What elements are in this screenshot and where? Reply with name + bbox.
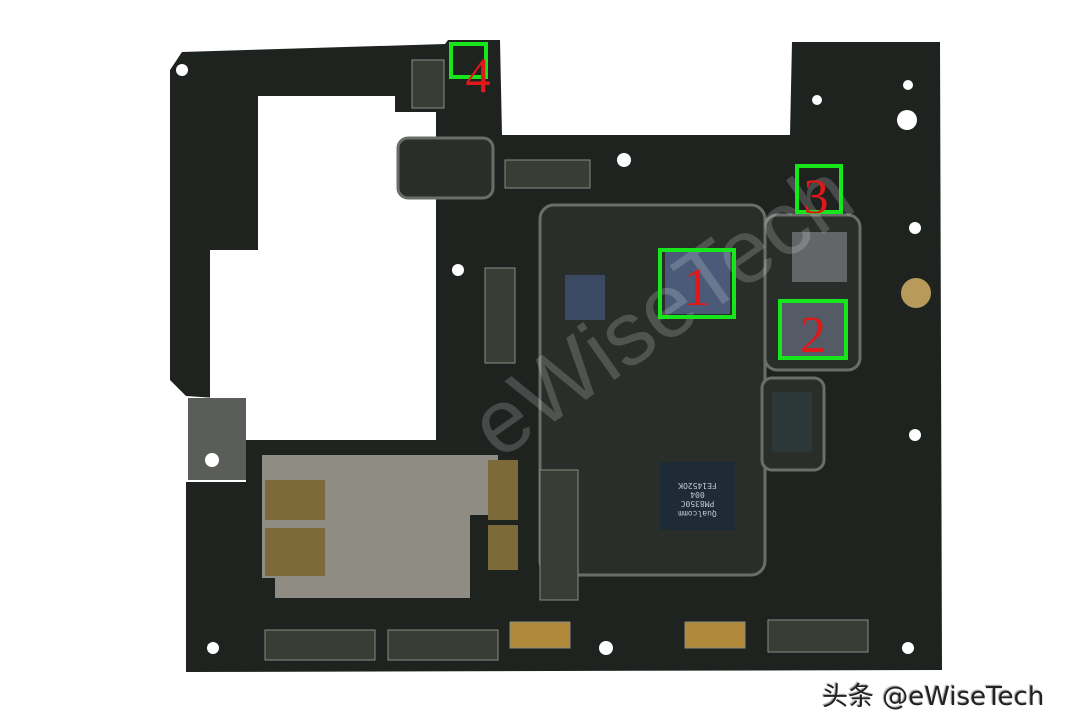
other-chips xyxy=(565,232,847,452)
shield-can xyxy=(262,455,498,598)
chip-marking-lot: FE1452OK xyxy=(678,481,717,490)
vibration-contact xyxy=(901,278,931,308)
gold-pads xyxy=(265,460,518,576)
annotation-3: 3 xyxy=(795,164,843,224)
board-cutout xyxy=(210,96,436,440)
chip-marking: Qualcomm PM8350C 004 FE1452OK xyxy=(678,481,717,518)
annotation-4: 4 xyxy=(449,42,491,103)
chip-marking-part: PM8350C xyxy=(680,499,714,508)
chip-marking-brand: Qualcomm xyxy=(678,509,717,518)
annotation-2: 2 xyxy=(778,299,848,364)
metal-bracket xyxy=(188,398,246,480)
svg-text:4: 4 xyxy=(466,47,491,103)
mounting-holes xyxy=(176,64,921,655)
connectors xyxy=(264,59,869,661)
soc-chip xyxy=(665,252,730,314)
bracket-hole xyxy=(205,453,219,467)
chip-marking-code: 004 xyxy=(690,490,705,499)
annotation-1: 1 xyxy=(658,248,736,319)
pmic-chip xyxy=(660,462,735,530)
svg-text:2: 2 xyxy=(800,307,826,364)
credit-watermark: 头条 @eWiseTech xyxy=(822,682,1045,712)
svg-text:1: 1 xyxy=(684,257,711,317)
svg-text:3: 3 xyxy=(804,168,829,224)
